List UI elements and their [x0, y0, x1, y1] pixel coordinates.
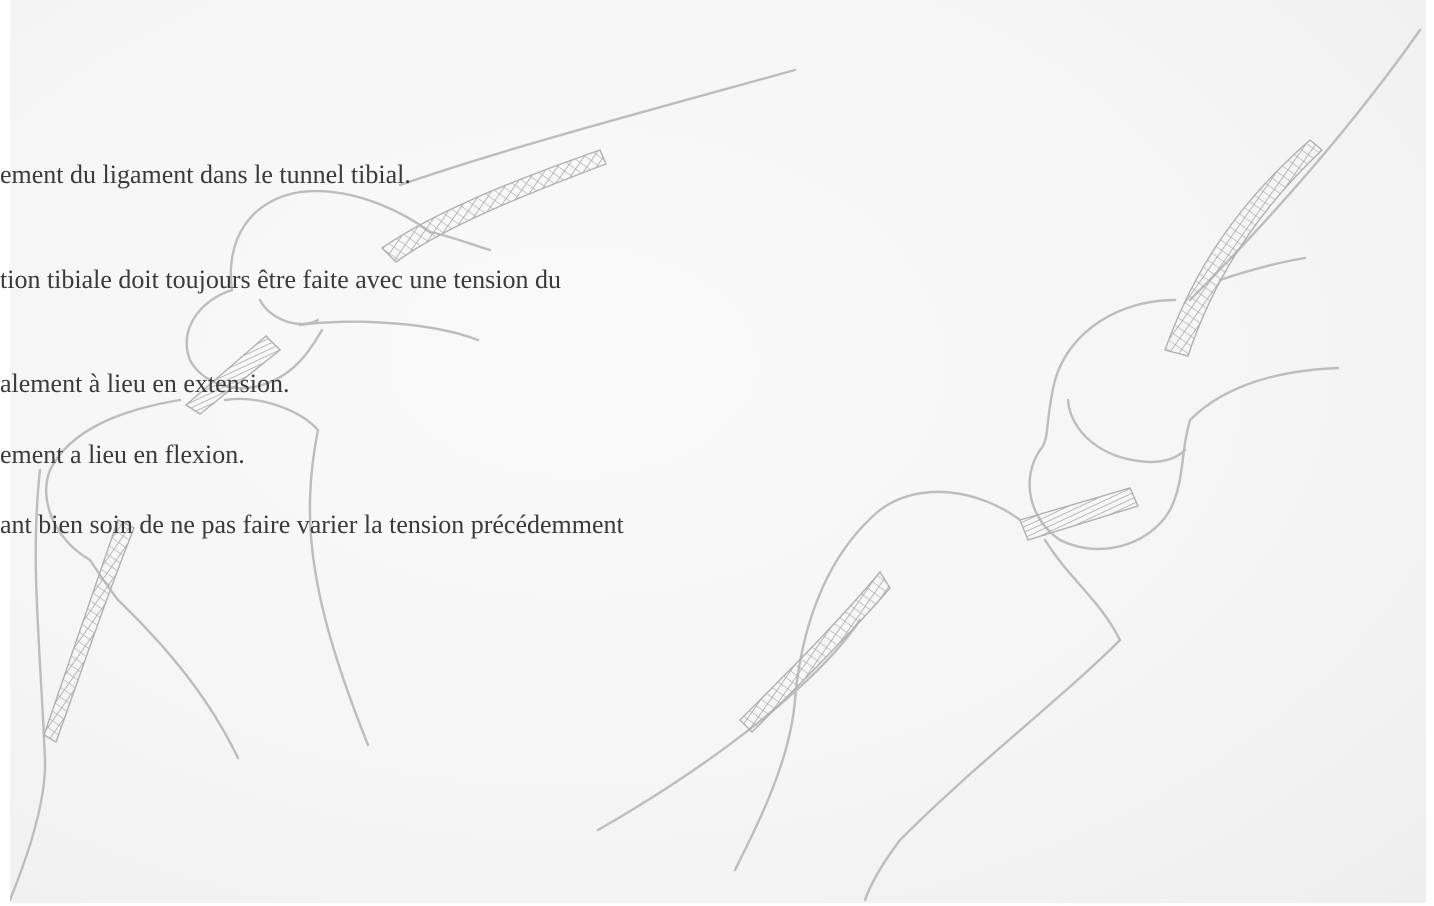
text-line-1: ement du ligament dans le tunnel tibial.: [0, 160, 411, 190]
right-graft-tibial: [740, 572, 890, 732]
right-graft-femoral: [1165, 140, 1322, 356]
left-graft-femoral: [382, 150, 606, 262]
text-line-5: ant bien soin de ne pas faire varier la …: [0, 510, 624, 540]
left-knee-sketch: [10, 70, 795, 900]
text-line-4: ement a lieu en flexion.: [0, 440, 245, 470]
text-line-2: tion tibiale doit toujours être faite av…: [0, 265, 561, 295]
left-graft-tibial: [44, 520, 134, 742]
page-edge-right: [1426, 0, 1434, 906]
text-line-3: alement à lieu en extension.: [0, 369, 290, 399]
